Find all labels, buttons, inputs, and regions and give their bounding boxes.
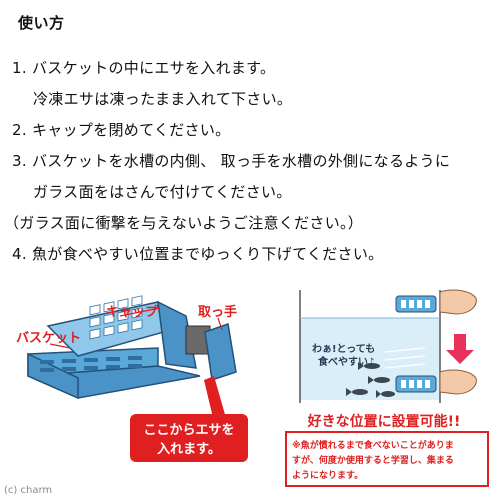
hand-icon-upper: [439, 289, 477, 315]
feed-instruction-box: ここからエサを 入れます。: [130, 414, 248, 462]
copyright-credit: (c) charm: [4, 485, 53, 496]
speech-line1: わぁ!とっても: [312, 343, 375, 355]
usage-illustration: バスケット キャップ 取っ手 ここからエサを 入れます。: [16, 289, 489, 487]
caption-line2: すが、何度か使用すると学習し、集まる: [292, 454, 454, 466]
step-3: 3. バスケットを水槽の内側、 取っ手を水槽の外側になるように: [12, 152, 451, 170]
page-heading: 使い方: [18, 14, 65, 32]
aquarium-scene: わぁ!とっても 食べやすい♪: [299, 289, 477, 403]
step-1: 1. バスケットの中にエサを入れます。: [12, 59, 276, 77]
feeder-handle: [204, 322, 237, 381]
basket-leader: [49, 343, 71, 349]
caption-line3: ようになります。: [292, 470, 363, 481]
placement-headline: 好きな位置に設置可能!!: [307, 413, 461, 430]
caution-note: （ガラス面に衝撃を与えないようご注意ください。）: [4, 214, 364, 232]
cap-label: キャップ: [106, 305, 159, 320]
feed-box-line1: ここからエサを: [143, 423, 234, 438]
handle-label: 取っ手: [198, 304, 237, 320]
cap-leader: [119, 307, 161, 317]
step-4: 4. 魚が食べやすい位置までゆっくり下げてください。: [12, 245, 384, 263]
step-3-detail: ガラス面をはさんで付けてください。: [33, 183, 292, 201]
hand-icon-lower: [439, 369, 477, 395]
handle-leader: [217, 317, 223, 331]
step-1-detail: 冷凍エサは凍ったまま入れて下さい。: [33, 90, 293, 108]
feeder-basket: [27, 295, 201, 400]
caption-line1: ※魚が慣れるまで食べないことがありま: [292, 439, 454, 451]
fish-icons: [346, 362, 395, 398]
speech-line2: 食べやすい♪: [317, 355, 374, 368]
feed-box-line2: 入れます。: [157, 442, 221, 457]
feeder-cap: [157, 300, 211, 369]
basket-label: バスケット: [16, 331, 81, 346]
step-2: 2. キャップを閉めてください。: [12, 121, 231, 139]
motion-lines: [384, 347, 426, 369]
caption-box: ※魚が慣れるまで食べないことがありま すが、何度か使用すると学習し、集まる よう…: [285, 431, 489, 487]
down-arrow-icon: [446, 334, 474, 364]
